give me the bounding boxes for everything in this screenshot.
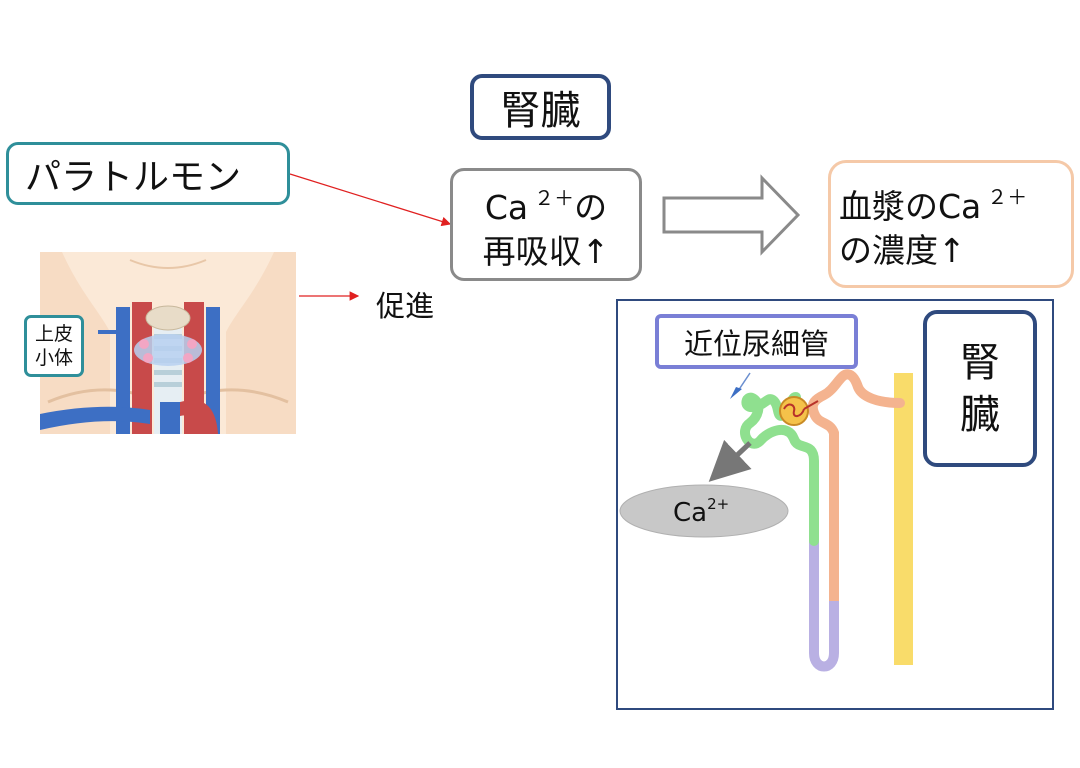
calcium-ion-base: Ca xyxy=(673,498,708,528)
distal-tubule xyxy=(807,369,905,606)
pth-to-reabsorption-arrow xyxy=(289,173,452,227)
plasma-charge: ２＋ xyxy=(987,185,1028,209)
proximal-tubule-label: 近位尿細管 xyxy=(655,314,858,369)
kidney-nephron-panel: Ca2+ 近位尿細管 腎 臓 xyxy=(616,299,1054,710)
reabsorption-line2: 再吸収↑ xyxy=(482,231,610,271)
plasma-line2: の濃度↑ xyxy=(839,231,966,270)
reabsorption-ca: Ca xyxy=(484,187,529,227)
pct-pointer-arrow xyxy=(737,372,751,392)
kidney-title: 腎臓 xyxy=(470,74,611,140)
plasma-prefix: 血漿のCa xyxy=(839,187,982,226)
reabsorption-charge: ２＋ xyxy=(534,185,575,210)
kidney-panel-label-line1: 腎 xyxy=(960,339,1000,386)
kidney-panel-label-line2: 臓 xyxy=(960,391,1000,438)
calcium-ion-charge: 2+ xyxy=(707,495,730,513)
parathyroid-line1: 上皮 xyxy=(34,323,73,345)
calcium-ion-ellipse xyxy=(619,484,789,538)
nephron-diagram xyxy=(619,369,913,672)
calcium-ion-label: Ca2+ xyxy=(673,495,729,528)
collecting-duct xyxy=(894,373,913,665)
parathormone-label: パラトルモン xyxy=(6,142,290,205)
kidney-panel-label: 腎 臓 xyxy=(923,310,1037,467)
parathyroid-label: 上皮 小体 xyxy=(24,315,84,377)
reabsorption-suffix: の xyxy=(574,187,608,227)
calcium-reabsorption-arrow xyxy=(708,439,752,482)
result-arrow xyxy=(662,174,801,256)
loop-of-henle xyxy=(809,541,839,672)
proximal-tubule xyxy=(740,392,819,546)
parathyroid-line2: 小体 xyxy=(34,347,73,369)
promote-label: 促進 xyxy=(376,289,435,323)
